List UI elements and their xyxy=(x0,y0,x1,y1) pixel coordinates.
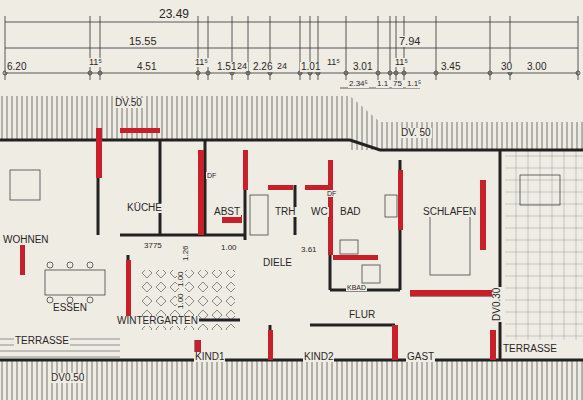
room-label: ESSEN xyxy=(52,303,88,313)
dimension-label: 2.34⁵ xyxy=(348,80,369,88)
room-label: SCHLAFEN xyxy=(422,207,477,217)
room-label: WC xyxy=(310,207,329,217)
roof-hatching xyxy=(350,96,583,150)
room-label: DIELE xyxy=(262,258,293,268)
room-label: TRH xyxy=(274,207,297,217)
dimension-label: 1.26 xyxy=(182,244,190,262)
room-label: TERRASSE xyxy=(14,336,70,346)
room-label: BAD xyxy=(339,207,362,217)
room-label: TERRASSE xyxy=(502,344,558,354)
dimension-label: 7.94 xyxy=(398,36,421,47)
dimension-label: 2.26 xyxy=(252,62,273,72)
dimension-label: 75 xyxy=(392,80,403,88)
dimension-label: 11⁵ xyxy=(394,58,409,67)
dimension-label: 3.61 xyxy=(300,246,318,254)
roof-label: DV. 50 xyxy=(400,128,432,138)
room-label: FLUR xyxy=(348,310,376,320)
room-label: KÜCHE xyxy=(126,203,163,213)
room-label: WINTERGARTEN xyxy=(116,316,199,326)
roof-hatching xyxy=(0,360,583,400)
room-label: WOHNEN xyxy=(2,235,50,245)
furniture xyxy=(10,170,560,303)
dimension-label: 24 xyxy=(236,62,248,71)
dimension-label: 24 xyxy=(276,62,288,71)
dimension-label: 30 xyxy=(500,62,513,72)
dimension-label: 3.45 xyxy=(440,62,461,72)
dimension-label: 3.00 xyxy=(526,62,547,72)
dimension-label: 1.51 xyxy=(216,62,237,72)
terrace-tiles xyxy=(505,150,583,340)
dimension-label: 6.20 xyxy=(6,62,27,72)
room-label: ABST xyxy=(213,207,241,217)
dimension-label: 3.01 xyxy=(352,62,373,72)
dimension-label: 15.55 xyxy=(128,36,158,47)
room-label: DF xyxy=(206,172,217,179)
walls xyxy=(0,140,583,360)
room-label: GAST xyxy=(406,352,435,362)
dimension-label: 1.00 xyxy=(177,270,185,288)
dimension-label: 11⁵ xyxy=(88,58,103,67)
room-label: KBAD xyxy=(346,284,367,291)
roof-label: DV0.30 xyxy=(492,287,502,322)
dimension-label: 23.49 xyxy=(158,8,190,20)
dimension-lines xyxy=(3,16,580,88)
dimension-label: 1.1 xyxy=(376,80,389,88)
roof-label: DV0.50 xyxy=(50,373,85,383)
room-label: KIND2 xyxy=(303,352,334,362)
dimension-label: 11⁵ xyxy=(326,58,341,67)
dimension-label: 1.1⁵ xyxy=(406,80,422,88)
new-walls xyxy=(20,128,500,360)
dimension-label: 1.00 xyxy=(177,292,185,310)
terrace xyxy=(0,335,120,360)
dimension-label: 4.51 xyxy=(136,62,157,72)
room-label: KIND1 xyxy=(194,352,225,362)
roof-hatching xyxy=(0,96,350,140)
room-label: DF xyxy=(326,190,337,197)
dimension-label: 3775 xyxy=(143,242,163,250)
dimension-label: 11⁵ xyxy=(194,58,209,67)
dimension-label: 1.00 xyxy=(220,244,238,252)
roof-label: DV.50 xyxy=(114,98,143,108)
dimension-label: 1.01 xyxy=(300,62,321,72)
